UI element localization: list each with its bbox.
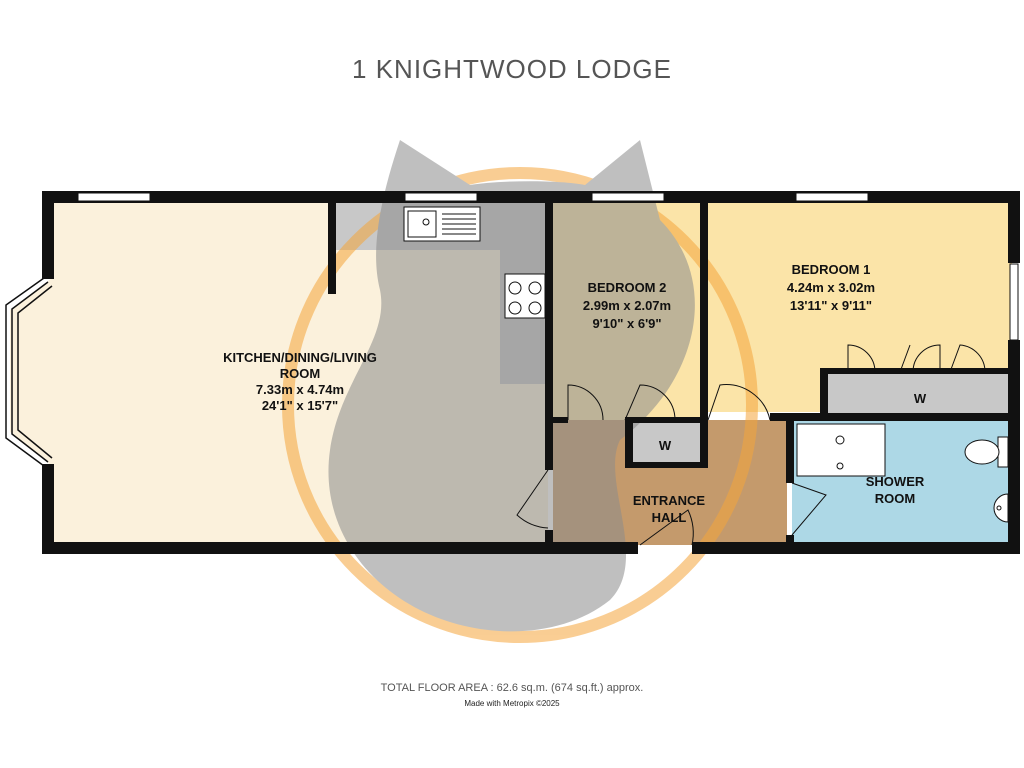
kitchen-label-line2: ROOM <box>280 366 320 381</box>
watermark-ring <box>282 167 758 643</box>
entrance-label-line2: HALL <box>652 510 687 525</box>
watermark <box>282 140 758 643</box>
door-swings <box>516 344 986 546</box>
watermark-fox <box>328 140 695 632</box>
bedroom-2-label: BEDROOM 2 <box>588 280 667 295</box>
kitchen-bay-floor <box>10 278 52 466</box>
entrance-label-line1: ENTRANCE <box>633 493 706 508</box>
kitchen-sink <box>403 206 481 242</box>
shower-label-line1: SHOWER <box>866 474 925 489</box>
bedroom-2-dims-imperial: 9'10" x 6'9" <box>592 316 661 331</box>
windows <box>77 192 1019 341</box>
basin <box>993 493 1009 523</box>
plan-title: 1 KNIGHTWOOD LODGE <box>352 54 672 84</box>
kitchen-dims-imperial: 24'1" x 15'7" <box>262 398 338 413</box>
shower-tray <box>796 423 886 477</box>
wardrobe-small-label: W <box>659 438 672 453</box>
kitchen-label-line1: KITCHEN/DINING/LIVING <box>223 350 377 365</box>
bedroom-1-label: BEDROOM 1 <box>792 262 871 277</box>
bedroom-2-dims-metric: 2.99m x 2.07m <box>583 298 671 313</box>
wardrobe-small <box>630 422 700 466</box>
kitchen-dims-metric: 7.33m x 4.74m <box>256 382 344 397</box>
wardrobe-large <box>826 374 1008 414</box>
walls <box>42 191 1020 554</box>
credit-text: Made with Metropix ©2025 <box>464 699 560 708</box>
bedroom-1-dims-imperial: 13'11" x 9'11" <box>790 298 872 313</box>
toilet <box>964 436 1009 468</box>
kitchen-hob <box>504 273 546 319</box>
bedroom-1-dims-metric: 4.24m x 3.02m <box>787 280 875 295</box>
shower-label-line2: ROOM <box>875 491 915 506</box>
total-floor-area: TOTAL FLOOR AREA : 62.6 sq.m. (674 sq.ft… <box>380 682 644 694</box>
wardrobe-large-label: W <box>914 391 927 406</box>
bay-window <box>5 277 53 467</box>
